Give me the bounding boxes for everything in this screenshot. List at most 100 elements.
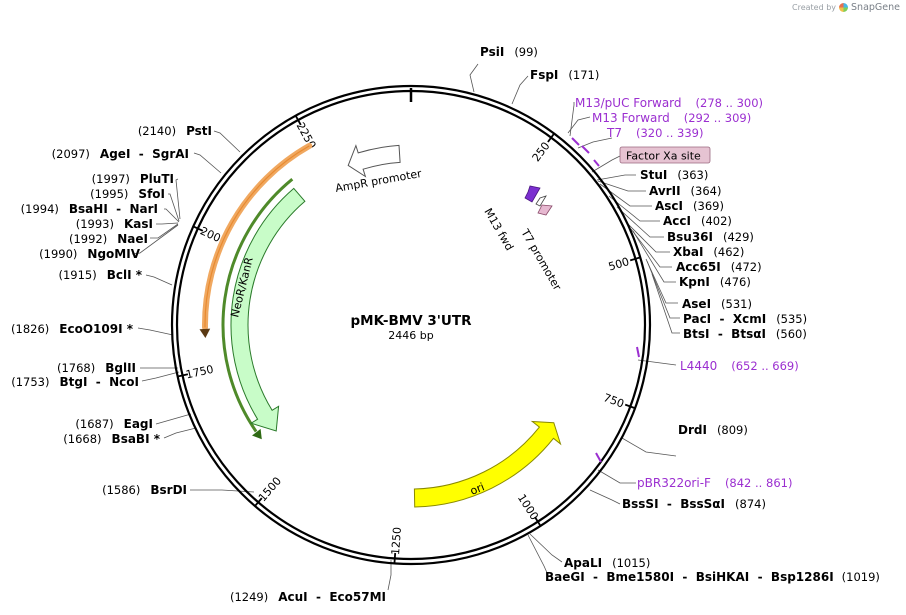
site-bglii[interactable]: (1768)BglII [57, 361, 136, 375]
ampr-promoter-feature[interactable] [347, 144, 401, 178]
tick-1500 [253, 497, 263, 507]
leader-bsssi [589, 489, 621, 505]
leader-btgi [141, 371, 180, 382]
site-ngomiv[interactable]: (1990)NgoMIV [39, 247, 141, 261]
site-baegi-group[interactable]: BaeGI - Bme1580I - BsiHKAI - Bsp1286I(10… [545, 570, 880, 584]
leader-sfoi [168, 193, 180, 222]
site-psti[interactable]: (2140)PstI [138, 124, 212, 138]
site-eagi[interactable]: (1687)EagI [75, 417, 153, 431]
primer-mark-factor[interactable] [593, 159, 600, 167]
site-apali[interactable]: ApaLI(1015) [564, 556, 650, 570]
leader-drdi [621, 437, 677, 457]
ori-label: ori [468, 480, 486, 497]
plasmid-name: pMK-BMV 3'UTR [351, 313, 473, 329]
site-btgi-ncoi[interactable]: (1753)BtgI - NcoI [11, 375, 139, 389]
primer-m13-puc-forward[interactable]: M13/pUC Forward(278 .. 300) [575, 96, 763, 110]
ampr-promoter-label: AmpR promoter [334, 167, 423, 195]
brand-name: SnapGene [851, 2, 900, 13]
tick-label-500: 500 [607, 255, 631, 273]
site-kpni[interactable]: KpnI(476) [679, 275, 751, 289]
leader-naei [150, 223, 179, 239]
tick-2250 [294, 114, 302, 126]
site-avrii[interactable]: AvrII(364) [649, 184, 721, 198]
site-fspi[interactable]: FspI(171) [530, 68, 599, 82]
leader-btsi [651, 273, 680, 334]
site-asci[interactable]: AscI(369) [655, 199, 724, 213]
small-white-feature[interactable] [535, 195, 547, 207]
tick-label-1750: 1750 [185, 363, 215, 382]
site-ecoo109i[interactable]: (1826)EcoO109I * [11, 322, 134, 336]
green-feature-arc[interactable] [221, 178, 294, 433]
site-asei[interactable]: AseI(531) [682, 297, 752, 311]
m13-fwd-feature[interactable] [524, 185, 541, 203]
site-sfoi[interactable]: (1995)SfoI [90, 187, 165, 201]
created-by-text: Created by [792, 3, 837, 12]
site-btsi-btsai[interactable]: BtsI - BtsαI(560) [683, 327, 807, 341]
site-psii[interactable]: PsiI(99) [480, 45, 538, 59]
leader-bsu36i [616, 206, 664, 238]
leader-asci [599, 183, 652, 207]
site-acui-eco57mi[interactable]: (1249)AcuI - Eco57MI [230, 590, 386, 604]
leader-stui [596, 174, 636, 181]
primer-labels: M13/pUC Forward(278 .. 300) M13 Forward(… [575, 96, 799, 490]
leader-avrii [597, 180, 646, 192]
primer-t7[interactable]: T7(320 .. 339) [606, 126, 703, 140]
orange-feature-arc-edge [204, 145, 310, 328]
primer-l4440[interactable]: L4440(652 .. 669) [680, 359, 799, 373]
tick-1750 [176, 373, 189, 378]
site-bcli[interactable]: (1915)BclI * [58, 268, 142, 282]
leader-bsrdi [190, 489, 255, 493]
leader-eagi [155, 413, 192, 425]
orange-arc-arrowhead [199, 328, 211, 338]
leader-paci [646, 260, 680, 319]
leader-fspi [511, 75, 529, 105]
leader-m13puc-primer [569, 102, 575, 137]
site-pluti[interactable]: (1997)PluTI [92, 172, 174, 186]
primer-mark-m13puc[interactable] [571, 137, 580, 146]
leader-acci [608, 195, 660, 222]
leader-factor-xa [591, 155, 621, 173]
ori-feature[interactable] [413, 420, 562, 508]
site-acci[interactable]: AccI(402) [663, 214, 732, 228]
site-paci-xcmi[interactable]: PacI - XcmI(535) [683, 312, 807, 326]
green-arc-arrowhead [252, 428, 262, 440]
primer-m13-forward[interactable]: M13 Forward(292 .. 309) [592, 111, 751, 125]
leader-ecoo109i [137, 327, 174, 336]
site-kasi[interactable]: (1993)KasI [76, 217, 153, 231]
site-naei[interactable]: (1992)NaeI [69, 232, 148, 246]
site-xbai[interactable]: XbaI(462) [673, 245, 744, 259]
snapgene-logo-icon [839, 3, 849, 12]
leader-acui [387, 560, 392, 591]
site-bsabi[interactable]: (1668)BsaBI * [63, 432, 160, 446]
site-bsrdi[interactable]: (1586)BsrDI [102, 483, 187, 497]
site-drdi[interactable]: DrdI(809) [678, 423, 748, 437]
tick-250 [547, 132, 556, 143]
tick-label-250: 250 [530, 140, 553, 165]
primer-mark-pbr322[interactable] [595, 452, 602, 463]
snapgene-brand: Created by SnapGene [792, 2, 900, 13]
factor-xa-site-box[interactable] [619, 146, 711, 164]
site-acc65i[interactable]: Acc65I(472) [676, 260, 762, 274]
factor-xa-site-label: Factor Xa site [626, 150, 701, 163]
primer-pbr322ori-f[interactable]: pBR322ori-F(842 .. 861) [637, 476, 792, 490]
site-bsahi-nari[interactable]: (1994)BsaHI - NarI [21, 202, 158, 216]
tick-label-1250: 1250 [389, 527, 404, 556]
site-bsssi-bsssai[interactable]: BssSI - BssSαI(874) [622, 497, 766, 511]
neor-kanr-feature[interactable] [230, 187, 306, 432]
leader-psti [213, 130, 241, 153]
tick-750 [624, 403, 636, 410]
site-stui[interactable]: StuI(363) [640, 168, 708, 182]
tick-2000 [192, 225, 204, 232]
tick-500 [629, 256, 641, 262]
site-agei-sgrai[interactable]: (2097)AgeI - SgrAI [52, 147, 189, 161]
leader-apali [529, 533, 563, 563]
primer-mark-t7[interactable] [581, 145, 590, 154]
primer-mark-l4440[interactable] [636, 346, 640, 358]
leader-pbr322 [597, 469, 636, 484]
site-bsu36i[interactable]: Bsu36I(429) [667, 230, 754, 244]
enzyme-sites-left: (1249)AcuI - Eco57MI (1586)BsrDI (1668)B… [11, 124, 386, 604]
leader-bcli [145, 274, 173, 286]
t7-promoter-feature[interactable] [537, 204, 553, 216]
